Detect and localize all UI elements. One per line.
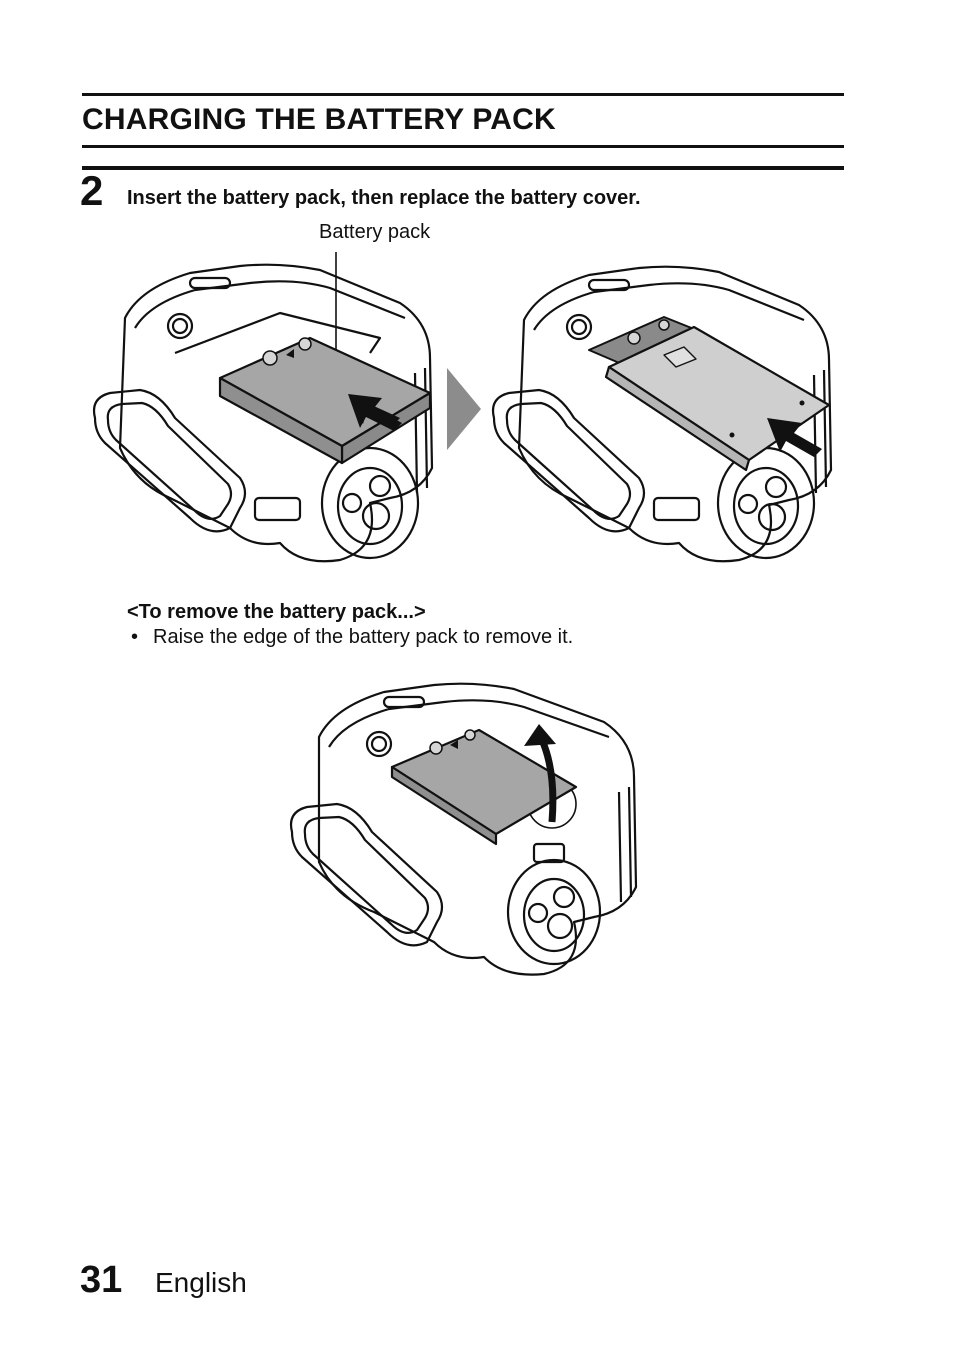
next-step-arrow xyxy=(447,368,481,450)
step-instruction: Insert the battery pack, then replace th… xyxy=(127,187,641,209)
language-label: English xyxy=(155,1267,247,1298)
page-title: CHARGING THE BATTERY PACK xyxy=(82,103,556,136)
title-underline xyxy=(82,145,844,148)
battery-pack-callout: Battery pack xyxy=(319,221,431,243)
step-number: 2 xyxy=(80,167,104,214)
removal-bullet-text: Raise the edge of the battery pack to re… xyxy=(153,626,574,648)
step-rule xyxy=(82,166,844,170)
camera-remove-battery-illustration xyxy=(289,682,638,976)
bullet-dot: • xyxy=(131,626,139,648)
removal-bullet: • Raise the edge of the battery pack to r… xyxy=(131,625,573,649)
top-rule xyxy=(82,93,844,96)
camera-insert-battery-illustration xyxy=(92,252,434,563)
camera-replace-cover-illustration xyxy=(491,265,833,563)
removal-heading: <To remove the battery pack...> xyxy=(127,601,426,623)
page-number: 31 xyxy=(80,1259,123,1301)
